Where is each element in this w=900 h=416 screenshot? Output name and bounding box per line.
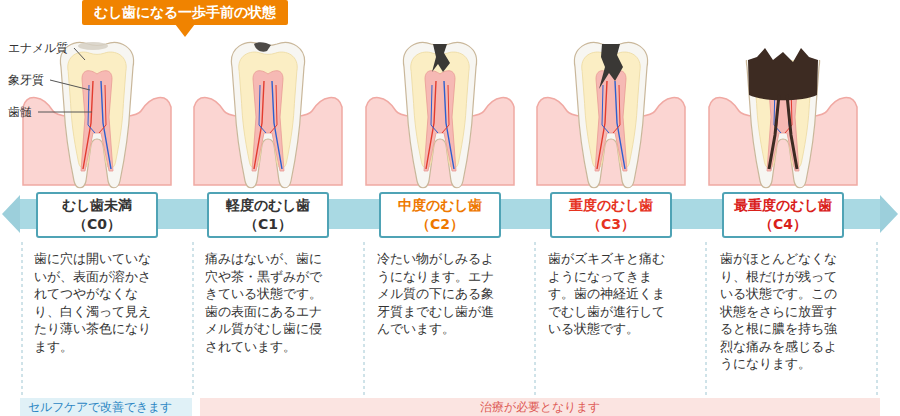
tooth-c2 bbox=[366, 43, 514, 188]
stage-description: 歯に穴は開いていないが、表面が溶かされてつやがなくなり、白く濁って見えたり薄い茶… bbox=[34, 250, 160, 355]
stage-box: 重度のむし歯 （C3） bbox=[550, 192, 672, 238]
stage-column: 軽度のむし歯 （C1） 痛みはないが、歯に穴や茶・黒ずみができている状態です。歯の… bbox=[205, 192, 331, 355]
note-band: 治療が必要となります bbox=[200, 398, 880, 416]
stage-description: 冷たい物がしみるようになります。エナメル質の下にある象牙質までむし歯が進んでいま… bbox=[377, 250, 503, 338]
leader-lines bbox=[38, 48, 92, 112]
stage-title: 重度のむし歯 （C3） bbox=[554, 196, 668, 234]
band-text: 治療が必要となります bbox=[480, 400, 600, 414]
stage-box: むし歯未満 （C0） bbox=[36, 192, 158, 238]
part-label: 象牙質 bbox=[8, 72, 44, 88]
stage-box: 最重度のむし歯 （C4） bbox=[722, 192, 844, 238]
part-label: エナメル質 bbox=[8, 40, 68, 56]
callout-pointer bbox=[175, 24, 195, 37]
stage-box: 中度のむし歯 （C2） bbox=[379, 192, 501, 238]
callout-text: むし歯になる一歩手前の状態 bbox=[94, 4, 276, 20]
callout-box: むし歯になる一歩手前の状態 bbox=[82, 0, 288, 25]
stage-description: 痛みはないが、歯に穴や茶・黒ずみができている状態です。歯の表面にあるエナメル質が… bbox=[205, 250, 331, 355]
callout-pointer bbox=[173, 24, 197, 38]
stage-box: 軽度のむし歯 （C1） bbox=[207, 192, 329, 238]
stage-description: 歯がほとんどなくなり、根だけが残っている状態です。この状態をさらに放置すると根に… bbox=[720, 250, 846, 373]
band-text: セルフケアで改善できます bbox=[28, 400, 172, 414]
stage-column: むし歯未満 （C0） 歯に穴は開いていないが、表面が溶かされてつやがなくなり、白く… bbox=[34, 192, 160, 355]
stage-title: 中度のむし歯 （C2） bbox=[383, 196, 497, 234]
stage-column: 中度のむし歯 （C2） 冷たい物がしみるようになります。エナメル質の下にある象牙質… bbox=[377, 192, 503, 338]
note-band: セルフケアで改善できます bbox=[20, 398, 192, 416]
stage-column: 重度のむし歯 （C3） 歯がズキズキと痛むようになってきます。歯の神経近くまでむし… bbox=[548, 192, 674, 338]
column-dividers bbox=[22, 242, 877, 396]
stage-column: 最重度のむし歯 （C4） 歯がほとんどなくなり、根だけが残っている状態です。この状… bbox=[720, 192, 846, 373]
stage-title: むし歯未満 （C0） bbox=[40, 196, 154, 234]
stage-description: 歯がズキズキと痛むようになってきます。歯の神経近くまでむし歯が進行している状態で… bbox=[548, 250, 674, 338]
tooth-c0 bbox=[23, 42, 171, 188]
stage-title: 最重度のむし歯 （C4） bbox=[726, 196, 840, 234]
tooth-c1 bbox=[194, 42, 342, 188]
tooth-c3 bbox=[537, 43, 685, 188]
tooth-c4 bbox=[709, 35, 857, 188]
stage-title: 軽度のむし歯 （C1） bbox=[211, 196, 325, 234]
part-label: 歯髄 bbox=[8, 104, 32, 120]
